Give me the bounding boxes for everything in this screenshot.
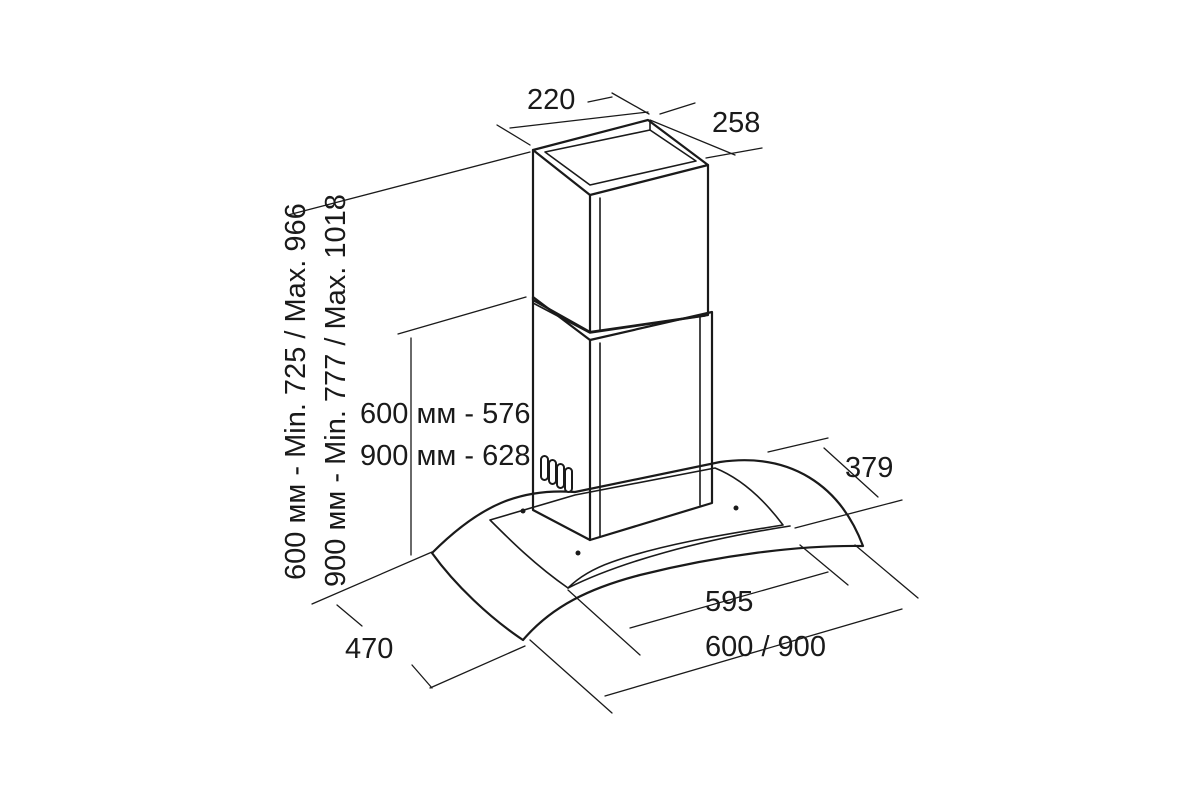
- dim-379-top-leader: [767, 437, 829, 453]
- cooker-hood: [430, 118, 865, 642]
- label-chimney-width: 220: [527, 84, 575, 116]
- screw-front: [575, 550, 581, 556]
- label-total-height-900: 900 мм - Min. 777 / Max. 1018: [320, 194, 352, 587]
- chimney-lower: [531, 295, 714, 542]
- control-button-3: [556, 463, 565, 489]
- dim-220-stub: [587, 96, 613, 103]
- chimney-top-opening: [544, 129, 697, 186]
- chimney-upper: [531, 118, 710, 334]
- label-filter-width: 595: [705, 586, 753, 618]
- dim-600-900-right-leader: [854, 544, 919, 599]
- dim-258-vertical: [649, 119, 736, 156]
- dim-258-leader: [705, 147, 763, 159]
- dim-595-right-leader: [799, 544, 849, 586]
- dimension-labels: 220 258 379 595 600 / 900 470 600 мм - 5…: [280, 84, 893, 665]
- filter-panel: [489, 467, 784, 589]
- dim-470-line: [411, 664, 433, 689]
- dim-595-left-leader: [567, 589, 641, 656]
- dim-379-diag: [823, 447, 879, 498]
- dim-220-leader-right: [611, 92, 650, 115]
- dim-lower-height-top-leader: [397, 296, 527, 335]
- control-button-4: [564, 467, 573, 493]
- label-lower-height-900: 900 мм - 628: [360, 440, 530, 472]
- label-total-height-600: 600 мм - Min. 725 / Max. 966: [280, 203, 312, 580]
- dim-total-height-top-leader: [287, 151, 531, 216]
- dim-470-top-leader: [336, 604, 363, 627]
- control-button-1: [540, 455, 549, 481]
- label-hood-depth: 470: [345, 633, 393, 665]
- label-hood-width: 600 / 900: [705, 631, 826, 663]
- dim-220-line: [509, 111, 649, 129]
- screw-left: [520, 508, 526, 514]
- dim-595-line: [629, 571, 829, 629]
- dim-total-height-bottom-leader: [311, 551, 433, 605]
- chimney-upper-top-front: [531, 148, 710, 197]
- screw-right: [733, 505, 739, 511]
- control-button-2: [548, 459, 557, 485]
- canopy-front-lip: [567, 525, 791, 589]
- dim-600-900-left-leader: [529, 639, 613, 714]
- dim-600-900-line: [604, 608, 903, 697]
- dim-258-line: [659, 102, 696, 115]
- label-hood-depth-front: 379: [845, 452, 893, 484]
- dim-470-bottom-leader: [429, 645, 526, 689]
- label-lower-height-600: 600 мм - 576: [360, 398, 530, 430]
- dim-379-bottom-leader: [794, 499, 903, 529]
- label-chimney-depth: 258: [712, 107, 760, 139]
- dim-220-leader-left: [496, 124, 531, 146]
- dimension-lines: [287, 92, 919, 714]
- glass-canopy: [430, 459, 865, 642]
